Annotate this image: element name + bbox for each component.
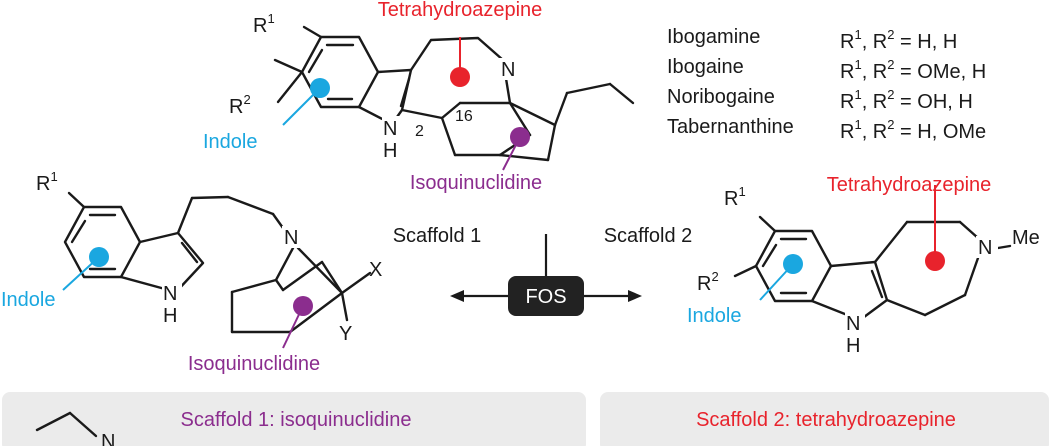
compound-table: Ibogamine R1, R2 = H, H Ibogaine R1, R2 … [667,26,986,143]
scaffold2-panel [600,392,1049,446]
top-r1-label: R1 [253,11,275,37]
top-tetrahydroazepine-dot [450,67,470,87]
scaffold2-panel-title: Scaffold 2: tetrahydroazepine [696,409,956,431]
top-nh-h-label: H [383,140,397,162]
top-c16-label: 16 [455,108,473,125]
scaffold1-panel-fragment [35,411,98,438]
compound-name: Ibogaine [667,56,744,78]
scaffold1-nh-h-label: H [163,305,177,327]
scaffold1-title: Scaffold 1 [393,225,482,247]
top-tetrahydroazepine-label: Tetrahydroazepine [378,0,543,21]
top-benzene-ring [300,35,380,109]
scaffold1-panel-title: Scaffold 1: isoquinuclidine [181,409,412,431]
scaffold1-benzene-ring [63,205,142,279]
scaffold2-tetrahydroazepine-dot [925,251,945,271]
scaffold1-r1-label: R1 [36,169,58,195]
scaffold2-nh-n-label: N [846,313,860,335]
top-r2-label: R2 [229,92,251,118]
top-indole-dot [310,78,330,98]
compound-substituents: R1, R2 = OMe, H [840,57,986,83]
scaffold1-panel [2,392,586,446]
scaffold1-isoquinuclidine-dot [293,296,313,316]
top-n-label: N [501,59,515,81]
scaffold2-title: Scaffold 2 [604,225,693,247]
scaffold1-panel-fragment-n: N [101,431,115,446]
compound-substituents: R1, R2 = H, H [840,27,957,53]
scaffold1-structure [63,191,372,334]
scaffold1-indole-dot [89,247,109,267]
scaffold2-indole-label: Indole [687,305,742,327]
top-c2-label: 2 [415,123,424,140]
scaffold2-indole-dot [783,254,803,274]
scaffold1-nh-n-label: N [163,283,177,305]
scaffold2-structure [733,215,1012,322]
scaffold2-r1-label: R1 [724,184,746,210]
scaffold2-n-label: N [978,237,992,259]
compound-substituents: R1, R2 = OH, H [840,87,973,113]
scaffold1-y-label: Y [339,323,352,345]
compound-substituents: R1, R2 = H, OMe [840,117,986,143]
scaffold1-isoquinuclidine-label: Isoquinuclidine [188,353,320,375]
scaffold2-nh-h-label: H [846,335,860,357]
top-nh-n-label: N [383,118,397,140]
scaffold1-n-label: N [284,227,298,249]
fos-left-arrowhead [450,290,464,302]
scaffold2-me-label: Me [1012,227,1040,249]
fos-label: FOS [525,286,566,308]
scaffold2-tetrahydroazepine-label: Tetrahydroazepine [827,174,992,196]
fos-box [508,276,584,316]
top-isoquinuclidine-dot [510,127,530,147]
top-isoquinuclidine-label: Isoquinuclidine [410,172,542,194]
fos-right-arrowhead [628,290,642,302]
compound-name: Noribogaine [667,86,775,108]
scaffold1-indole-label: Indole [1,289,56,311]
scaffold2-r2-label: R2 [697,269,719,295]
top-indole-label: Indole [203,131,258,153]
compound-name: Tabernanthine [667,116,794,138]
compound-name: Ibogamine [667,26,760,48]
scaffold1-x-label: X [369,259,382,281]
